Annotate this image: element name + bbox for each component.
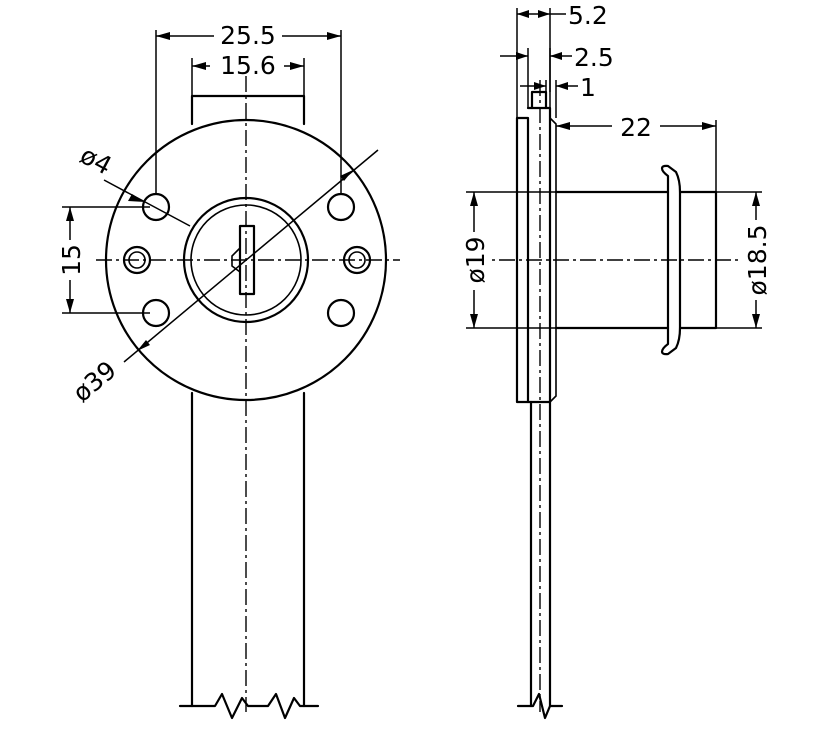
flange-upper-tab xyxy=(530,90,548,110)
dim-flange-total: 5.2 xyxy=(516,1,608,118)
dim-hole-pitch: 15 xyxy=(56,206,150,314)
dim-bar-width-label: 15.6 xyxy=(220,51,276,80)
dim-hole-dia-label: ø4 xyxy=(75,140,116,180)
dim-flange-dia-label: ø39 xyxy=(67,355,122,407)
dim-flange-thick: 2.5 xyxy=(500,43,614,108)
dim-body-dia: ø19 xyxy=(460,191,556,329)
dim-bolt-span: 25.5 xyxy=(155,20,342,195)
dim-step: 1 xyxy=(520,73,596,118)
dim-body-length: 22 xyxy=(556,112,717,192)
dim-bezel-dia: ø18.5 xyxy=(716,191,772,329)
dim-hole-pitch-label: 15 xyxy=(57,244,86,276)
dim-bolt-span-label: 25.5 xyxy=(220,21,276,50)
break-line-front xyxy=(178,692,320,720)
break-line-side xyxy=(516,692,564,720)
lock-body xyxy=(554,190,670,330)
flange-body xyxy=(526,106,552,404)
front-view: 25.5 15.6 15 ø4 xyxy=(56,20,400,720)
dim-step-label: 1 xyxy=(580,73,596,102)
mount-hole-bottom-right xyxy=(326,298,356,328)
mount-hole-top-right xyxy=(326,192,356,222)
dim-bar-width: 15.6 xyxy=(191,51,305,96)
dim-flange-thick-label: 2.5 xyxy=(574,43,614,72)
dim-flange-total-label: 5.2 xyxy=(568,1,608,30)
dim-bezel-dia-label: ø18.5 xyxy=(743,225,772,296)
dim-hole-dia: ø4 xyxy=(75,140,191,227)
dim-flange-dia: ø39 xyxy=(67,149,379,408)
dim-body-length-label: 22 xyxy=(620,113,652,142)
side-view: 5.2 2.5 1 22 xyxy=(460,1,772,720)
dim-body-dia-label: ø19 xyxy=(461,236,490,283)
bar-upper-stub xyxy=(190,94,306,126)
